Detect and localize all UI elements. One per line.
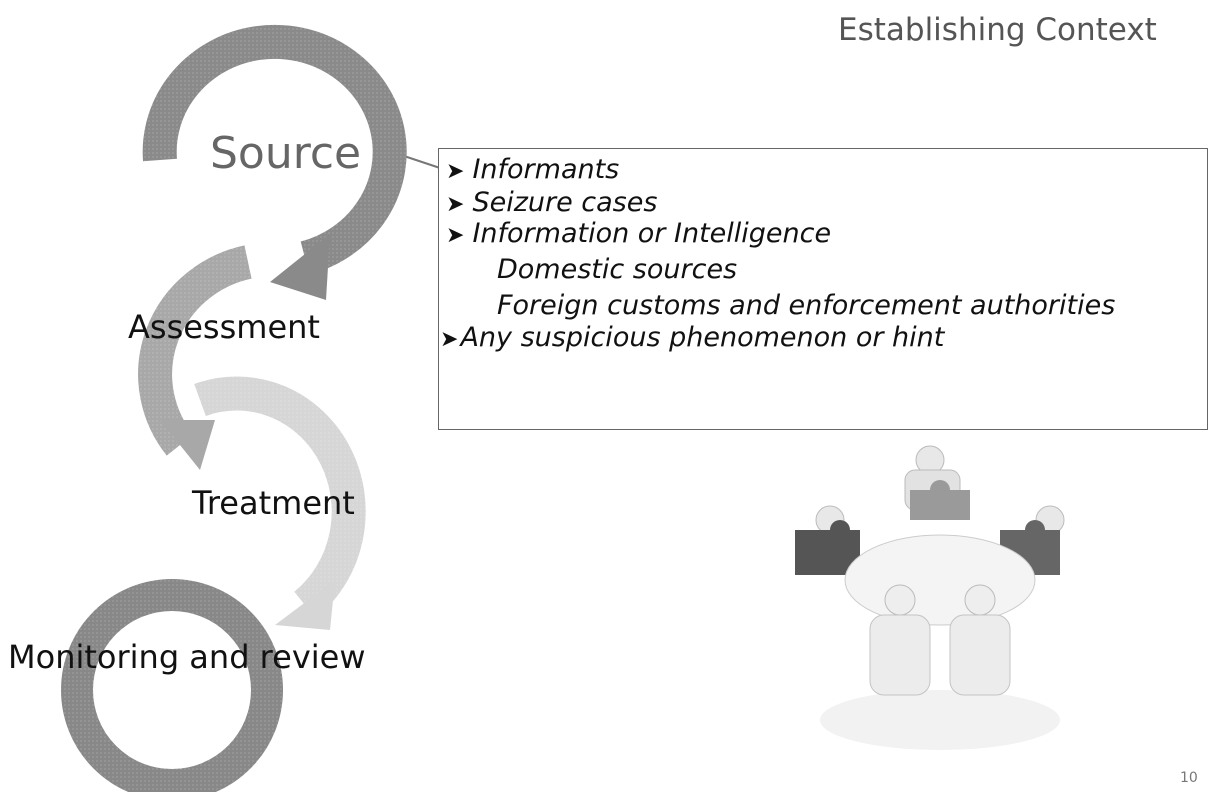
stage-label-treatment: Treatment [192, 484, 355, 522]
arrow-bullet-icon: ➤ [446, 159, 465, 184]
context-item: ➤ Seizure cases [446, 187, 657, 218]
context-item: ➤Any suspicious phenomenon or hint [440, 322, 944, 353]
page-number: 10 [1180, 770, 1198, 786]
stage-arc-monitoring [61, 579, 283, 792]
arrow-bullet-icon: ➤ [446, 223, 465, 248]
context-item: ➤ Informants [446, 154, 619, 185]
context-item-text: Any suspicious phenomenon or hint [460, 322, 945, 353]
stage-arc-treatment [194, 376, 366, 630]
stage-arc-assessment [138, 245, 252, 470]
context-subitem: Foreign customs and enforcement authorit… [497, 290, 1116, 321]
stage-label-monitoring: Monitoring and review [8, 638, 366, 676]
stage-label-assessment: Assessment [128, 308, 320, 346]
context-item-text: Seizure cases [472, 187, 658, 218]
puzzle-people-icon [795, 445, 1065, 750]
arrow-bullet-icon: ➤ [440, 327, 459, 352]
context-item-text: Information or Intelligence [472, 218, 832, 249]
stage-label-source: Source [210, 128, 362, 179]
page-title: Establishing Context [838, 12, 1157, 48]
arrow-bullet-icon: ➤ [446, 192, 465, 217]
context-item-text: Informants [472, 154, 620, 185]
context-box [438, 148, 1208, 430]
stage-arc-source [142, 24, 407, 300]
context-subitem: Domestic sources [497, 254, 738, 285]
context-item: ➤ Information or Intelligence [446, 218, 831, 249]
